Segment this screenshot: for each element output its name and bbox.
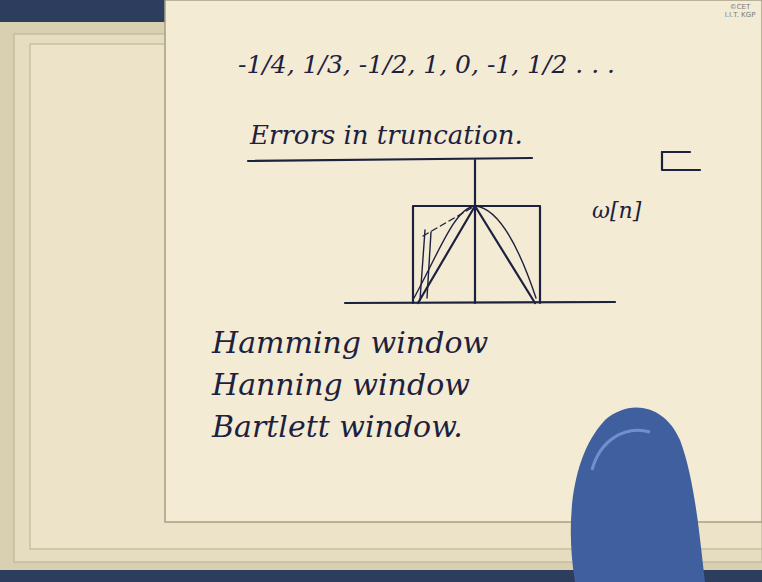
gloved-thumb — [592, 430, 650, 470]
rect-window-symbol — [662, 152, 700, 170]
window-name: Hanning window — [212, 367, 470, 402]
pen-strokes — [420, 230, 431, 300]
heading: Errors in truncation. — [250, 120, 523, 150]
rectangular-window — [413, 206, 540, 303]
underline — [248, 158, 532, 161]
axis-label: ω[n] — [592, 198, 641, 223]
sequence-values: -1/4, 1/3, -1/2, 1, 0, -1, 1/2 . . . — [238, 50, 615, 79]
rect-window-symbol — [662, 151, 690, 153]
gloved-thumb — [571, 407, 705, 582]
axis — [474, 160, 476, 303]
axis — [345, 302, 615, 303]
hamming-window — [414, 206, 536, 298]
window-name: Hamming window — [212, 325, 488, 360]
watermark: ©CET I.I.T. KGP — [724, 4, 756, 19]
window-name: Bartlett window. — [212, 409, 463, 444]
dashed-line — [423, 206, 475, 236]
